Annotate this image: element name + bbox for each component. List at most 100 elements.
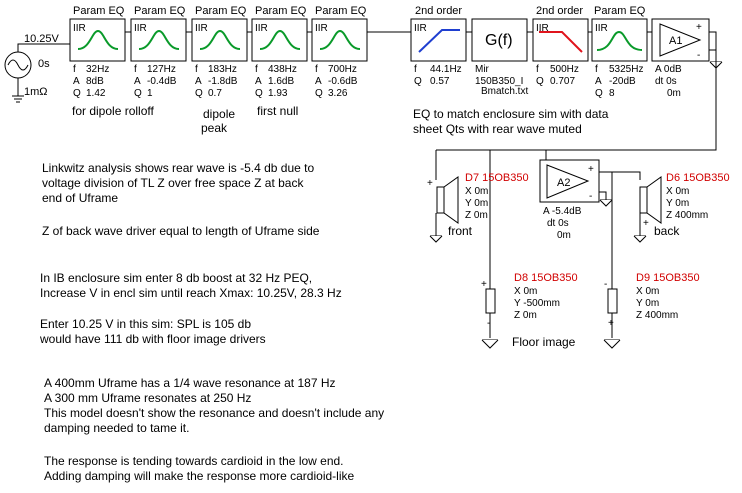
peq-curve-1 bbox=[77, 29, 119, 50]
peq2-a: -0.4dB bbox=[147, 76, 177, 87]
peq-curve-3 bbox=[199, 29, 241, 50]
amplifier-a2[interactable] bbox=[539, 159, 600, 203]
peq1-q: 1.42 bbox=[86, 88, 106, 99]
note-2: voltage division of TL Z over free space… bbox=[42, 176, 304, 190]
note-4: Z of back wave driver equal to length of… bbox=[42, 224, 320, 238]
lp-type: IIR bbox=[536, 23, 549, 34]
peq-block-6[interactable] bbox=[591, 18, 648, 62]
d6-y: Y 0m bbox=[666, 198, 689, 209]
peq-block-5[interactable] bbox=[311, 18, 368, 62]
peq3-label-f: f bbox=[195, 64, 198, 75]
gf-symbol: G(f) bbox=[485, 32, 513, 49]
peq2-label-a: A bbox=[134, 76, 141, 87]
note-9: A 400mm Uframe has a 1/4 wave resonance … bbox=[44, 376, 336, 390]
peq2-label-q: Q bbox=[134, 88, 142, 99]
a2-gain: A -5.4dB bbox=[543, 206, 582, 217]
a1-z: 0m bbox=[667, 88, 681, 99]
lp-q-label: Q bbox=[536, 76, 544, 87]
note-14: Adding damping will make the response mo… bbox=[44, 469, 354, 483]
note-1: Linkwitz analysis shows rear wave is -5.… bbox=[42, 161, 314, 175]
hp-type: IIR bbox=[414, 23, 427, 34]
a2-minus: - bbox=[589, 191, 592, 202]
peq3-label-a: A bbox=[195, 76, 202, 87]
peq1-a: 8dB bbox=[86, 76, 104, 87]
d9-z: Z 400mm bbox=[636, 310, 678, 321]
peq3-f: 183Hz bbox=[208, 64, 237, 75]
d7-name: D7 15OB350 bbox=[465, 172, 529, 184]
peq6-f: 5325Hz bbox=[609, 64, 643, 75]
amplifier-a1[interactable] bbox=[651, 18, 710, 62]
peq2-q: 1 bbox=[147, 88, 153, 99]
peq6-type: IIR bbox=[595, 23, 608, 34]
note-5: In IB enclosure sim enter 8 db boost at … bbox=[40, 271, 312, 285]
a2-name: A2 bbox=[557, 177, 570, 189]
note-10: A 300 mm Uframe resonates at 250 Hz bbox=[44, 391, 251, 405]
voltage-source[interactable] bbox=[4, 51, 32, 79]
note-7: Enter 10.25 V in this sim: SPL is 105 db bbox=[40, 317, 251, 331]
peq-block-1[interactable] bbox=[69, 18, 126, 62]
driver-d9[interactable] bbox=[607, 288, 618, 314]
driver-d6[interactable] bbox=[639, 176, 662, 224]
a1-plus: + bbox=[696, 22, 702, 33]
hp-q-label: Q bbox=[414, 76, 422, 87]
peq3-label-q: Q bbox=[195, 88, 203, 99]
label-dipole-rolloff: for dipole rolloff bbox=[72, 104, 154, 118]
d8-z: Z 0m bbox=[514, 310, 537, 321]
ground-d7 bbox=[429, 235, 443, 243]
lp-filter-block[interactable] bbox=[532, 18, 589, 62]
peq-block-2[interactable] bbox=[130, 18, 187, 62]
peq5-type: IIR bbox=[315, 23, 328, 34]
lp-header: 2nd order bbox=[536, 5, 583, 17]
peq3-q: 0.7 bbox=[208, 88, 222, 99]
d9-x: X 0m bbox=[636, 286, 659, 297]
gf-line3: Bmatch.txt bbox=[481, 86, 528, 97]
label-dipole-peak-1: dipole bbox=[203, 107, 235, 121]
a1-minus: - bbox=[697, 50, 700, 61]
driver-d8[interactable] bbox=[485, 288, 496, 314]
peq-curve-5 bbox=[319, 29, 361, 50]
peq1-f: 32Hz bbox=[86, 64, 109, 75]
source-phase: 0s bbox=[38, 58, 50, 70]
d9-minus: - bbox=[604, 279, 607, 290]
peq6-f-label: f bbox=[595, 64, 598, 75]
peq4-type: IIR bbox=[255, 23, 268, 34]
note-8: would have 111 db with floor image drive… bbox=[39, 332, 266, 346]
note-12: damping needed to tame it. bbox=[44, 421, 189, 435]
peq-curve-2 bbox=[138, 29, 180, 50]
d8-plus: + bbox=[481, 279, 487, 290]
note-11: This model doesn't show the resonance an… bbox=[44, 406, 384, 420]
hp-f-label: f bbox=[414, 64, 417, 75]
d7-label: front bbox=[448, 224, 473, 238]
hp-q: 0.57 bbox=[430, 76, 450, 87]
transfer-function-block[interactable] bbox=[471, 18, 528, 62]
hp-f: 44.1Hz bbox=[430, 64, 462, 75]
label-first-null: first null bbox=[257, 104, 298, 118]
peq3-type: IIR bbox=[195, 23, 208, 34]
ground-d6 bbox=[633, 235, 647, 243]
d7-y: Y 0m bbox=[465, 198, 488, 209]
a1-gain: A 0dB bbox=[655, 64, 682, 75]
d9-name: D9 15OB350 bbox=[636, 272, 700, 284]
driver-d7[interactable] bbox=[436, 176, 459, 224]
label-eq-note-1: EQ to match enclosure sim with data bbox=[413, 107, 609, 121]
lp-f: 500Hz bbox=[550, 64, 579, 75]
d7-plus: + bbox=[427, 178, 433, 189]
peq3-header: Param EQ bbox=[195, 5, 247, 17]
peq6-a-label: A bbox=[595, 76, 602, 87]
d6-name: D6 15OB350 bbox=[666, 172, 730, 184]
source-impedance: 1mΩ bbox=[24, 86, 48, 98]
peq5-label-f: f bbox=[315, 64, 318, 75]
peq4-header: Param EQ bbox=[255, 5, 307, 17]
lp-q: 0.707 bbox=[550, 76, 575, 87]
hp-header: 2nd order bbox=[415, 5, 462, 17]
peq1-label-q: Q bbox=[73, 88, 81, 99]
peq-block-4[interactable] bbox=[251, 18, 308, 62]
gf-line2: 150B350_I bbox=[475, 76, 523, 87]
ground-a2 bbox=[599, 199, 613, 207]
peq1-label-a: A bbox=[73, 76, 80, 87]
peq1-header: Param EQ bbox=[73, 5, 125, 17]
a2-z: 0m bbox=[557, 230, 571, 241]
peq-block-3[interactable] bbox=[191, 18, 248, 62]
hp-filter-block[interactable] bbox=[410, 18, 467, 62]
